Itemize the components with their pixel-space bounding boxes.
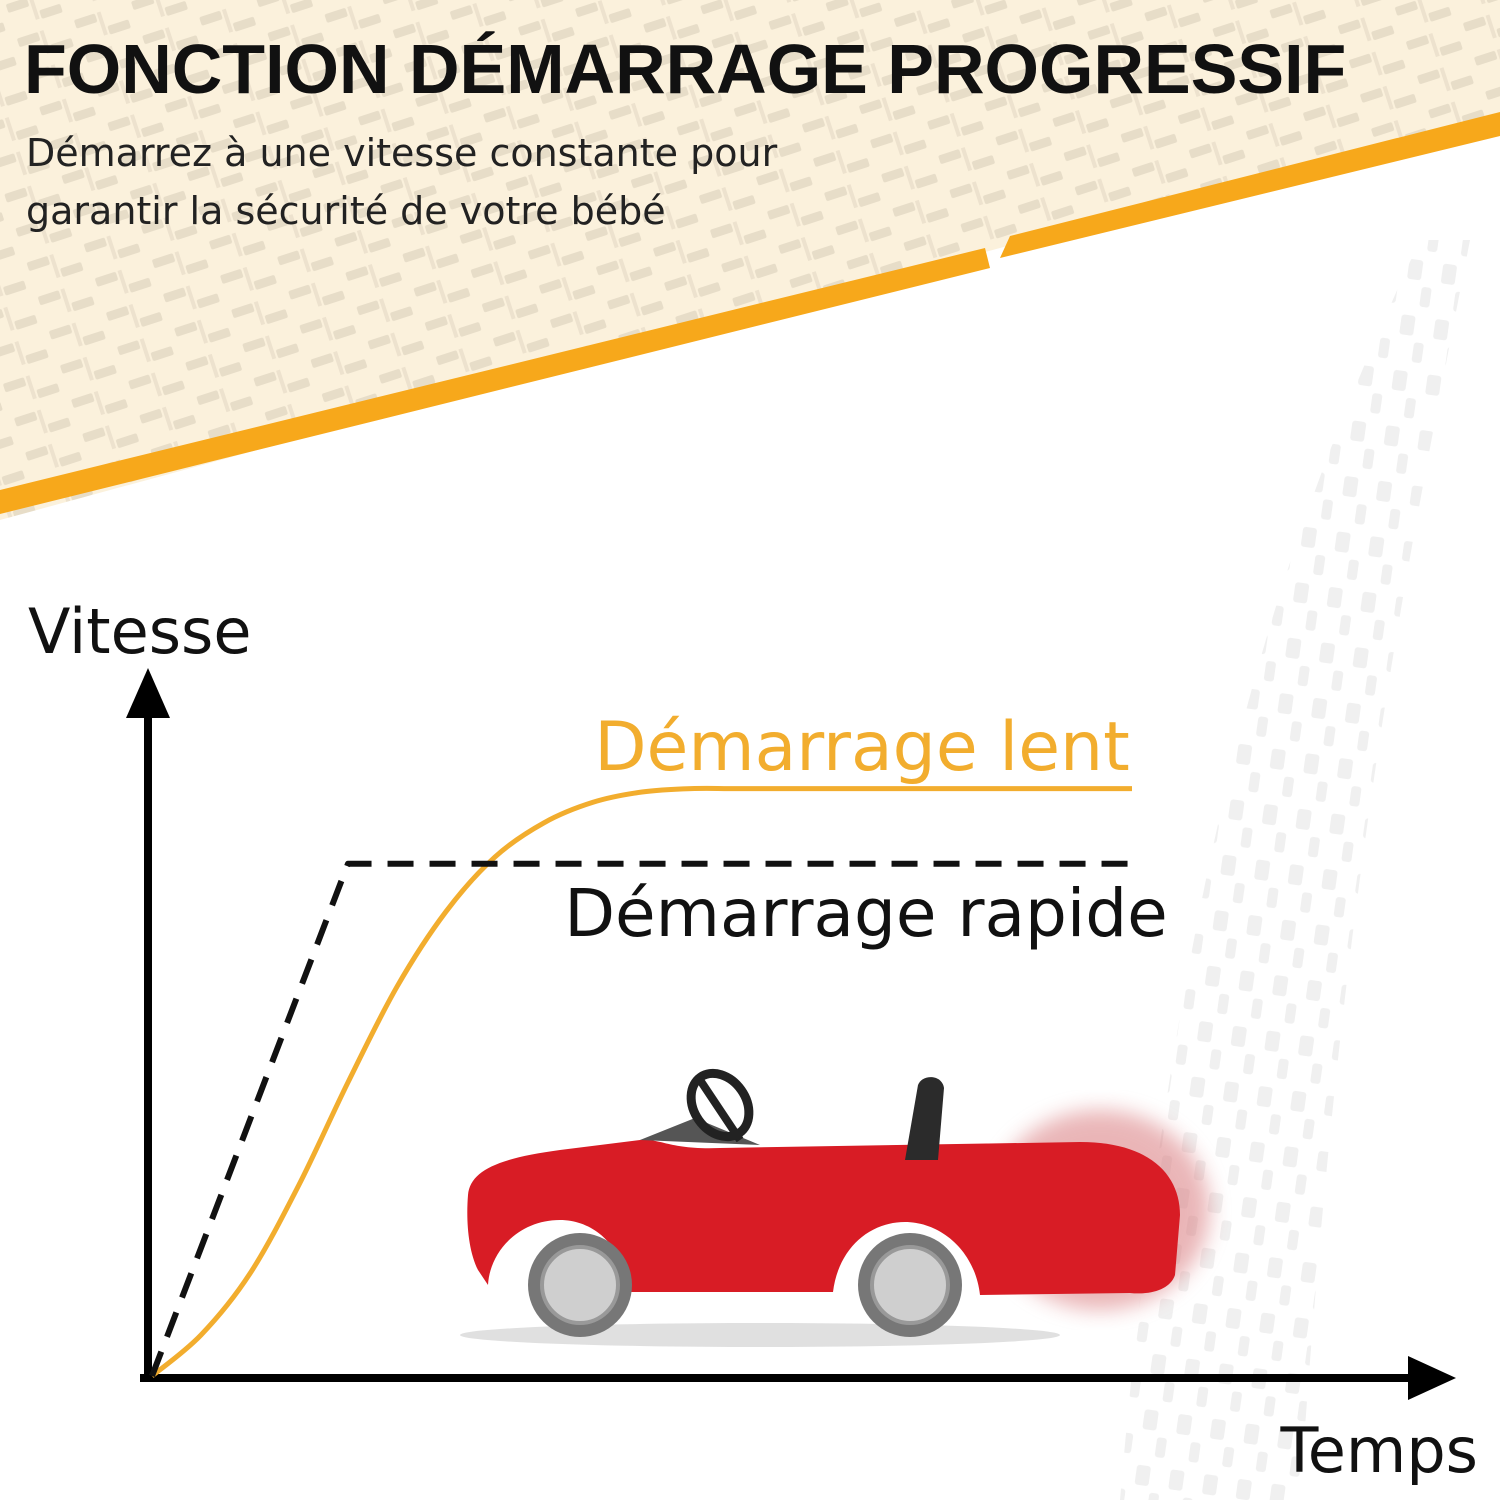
page-subtitle: Démarrez à une vitesse constante pour ga… xyxy=(26,124,926,240)
tire-track-pattern xyxy=(0,0,1500,520)
car-seat xyxy=(905,1077,944,1160)
y-axis-label: Vitesse xyxy=(28,595,251,668)
car-steering-column xyxy=(696,1077,744,1143)
car-steering-wheel xyxy=(686,1068,754,1142)
car-rear-wheel-rim xyxy=(870,1245,950,1325)
accent-stripe xyxy=(0,248,990,514)
subtitle-line-2: garantir la sécurité de votre bébé xyxy=(26,189,666,233)
accent-stripe-right xyxy=(1000,112,1500,258)
y-axis-arrowhead xyxy=(126,668,170,718)
series-line-fast-start xyxy=(149,860,1132,1378)
plot-series xyxy=(149,785,1132,1378)
page-title: FONCTION DÉMARRAGE PROGRESSIF xyxy=(24,30,1347,108)
red-toy-car-illustration xyxy=(460,1068,1210,1347)
legend-label-slow-start: Démarrage lent xyxy=(594,708,1130,787)
x-axis-arrowhead xyxy=(1408,1356,1456,1400)
subtitle-line-1: Démarrez à une vitesse constante pour xyxy=(26,131,778,175)
series-line-slow-start xyxy=(150,785,1132,1378)
tire-track-curve xyxy=(1120,240,1470,1500)
x-axis-label: Temps xyxy=(1279,1414,1478,1487)
car-front-wheel-rim xyxy=(540,1245,620,1325)
car-body xyxy=(467,1139,1180,1295)
axes xyxy=(126,668,1456,1400)
legend-label-fast-start: Démarrage rapide xyxy=(564,875,1168,952)
